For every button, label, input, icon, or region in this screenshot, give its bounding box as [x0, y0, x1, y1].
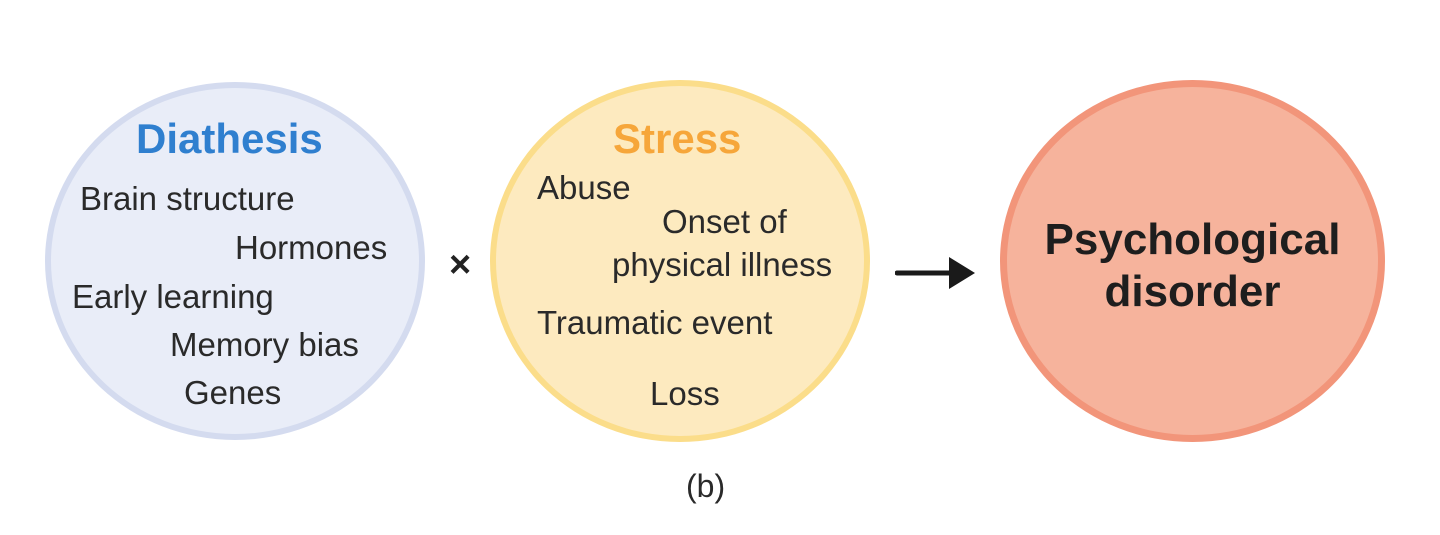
- stress-item-physical-illness: physical illness: [612, 246, 833, 283]
- disorder-circle: [1000, 80, 1385, 442]
- disorder-label-line2: disorder: [1104, 267, 1281, 316]
- diathesis-title: Diathesis: [136, 115, 323, 162]
- disorder-label: Psychological disorder: [1000, 214, 1385, 318]
- disorder-label-line1: Psychological: [1044, 215, 1341, 264]
- diathesis-item-early-learning: Early learning: [72, 278, 274, 315]
- stress-item-onset-of: Onset of: [662, 203, 787, 240]
- diathesis-circle: [45, 82, 425, 440]
- stress-item-abuse: Abuse: [537, 169, 631, 206]
- right-arrow-icon: [895, 257, 975, 289]
- stress-item-traumatic-event: Traumatic event: [537, 304, 773, 341]
- diathesis-item-hormones: Hormones: [235, 229, 388, 266]
- multiply-operator: ×: [449, 244, 472, 286]
- diathesis-item-genes: Genes: [184, 374, 282, 411]
- stress-item-loss: Loss: [650, 375, 720, 412]
- panel-label: (b): [686, 468, 726, 504]
- diathesis-item-memory-bias: Memory bias: [170, 326, 359, 363]
- diathesis-item-brain-structure: Brain structure: [80, 180, 295, 217]
- stress-circle: [490, 80, 870, 442]
- stress-title: Stress: [613, 115, 742, 162]
